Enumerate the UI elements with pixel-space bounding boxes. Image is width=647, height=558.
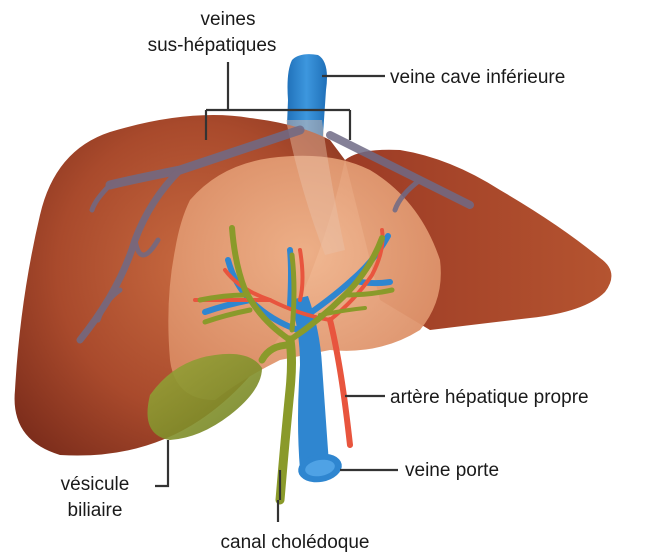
label-gallbladder-line2: biliaire: [68, 500, 123, 521]
label-gallbladder-line1: vésicule: [61, 474, 130, 495]
label-inferior-vena-cava: veine cave inférieure: [390, 67, 565, 88]
label-hepatic-veins-line2: sus-hépatiques: [148, 35, 277, 56]
leader-gallbladder: [155, 440, 168, 486]
label-hepatic-veins-line1: veines: [201, 9, 256, 30]
label-bile-duct: canal cholédoque: [221, 532, 370, 553]
label-hepatic-artery: artère hépatique propre: [390, 387, 589, 408]
label-portal-vein: veine porte: [405, 460, 499, 481]
